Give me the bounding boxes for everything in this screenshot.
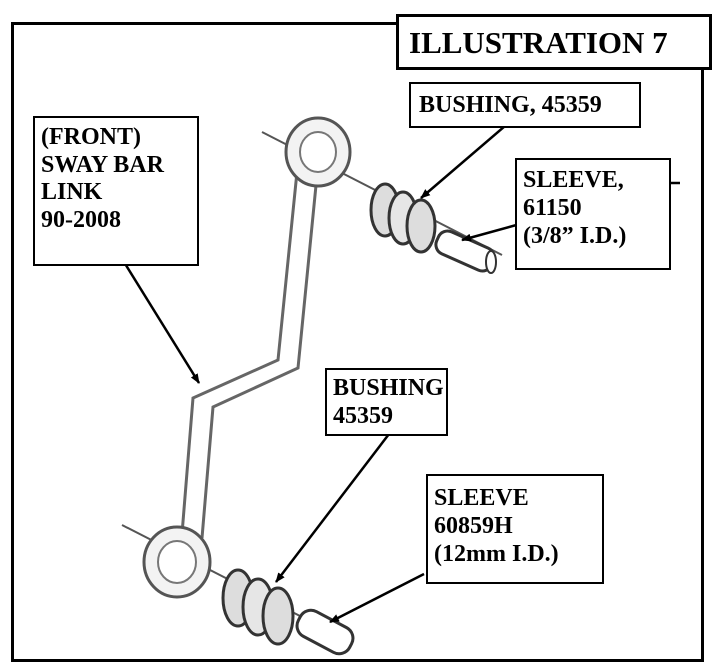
leader-lines — [122, 125, 680, 624]
sleeve-top-part — [434, 229, 497, 274]
bushing-bottom-label: BUSHING 45359 — [325, 368, 448, 436]
leader-front-link — [122, 261, 201, 384]
illustration-title: ILLUSTRATION 7 — [396, 14, 712, 70]
leader-bushing-bottom — [275, 433, 390, 583]
bushing-bottom-part — [221, 568, 295, 646]
front-sway-bar-link-label: (FRONT) SWAY BAR LINK 90-2008 — [33, 116, 199, 266]
leader-sleeve-bottom — [329, 572, 425, 624]
bushing-top-label: BUSHING, 45359 — [409, 82, 641, 128]
leader-sleeve-top — [461, 222, 521, 242]
bottom-link-eye — [142, 525, 212, 599]
leader-bushing-top — [420, 125, 506, 199]
illustration-frame — [11, 22, 704, 662]
sleeve-top-label: SLEEVE, 61150 (3/8” I.D.) — [515, 158, 671, 270]
top-link-eye — [284, 116, 352, 188]
sway-bar-link-shaft — [180, 161, 320, 539]
sleeve-bottom-label: SLEEVE 60859H (12mm I.D.) — [426, 474, 604, 584]
bushing-top-part — [369, 182, 437, 254]
